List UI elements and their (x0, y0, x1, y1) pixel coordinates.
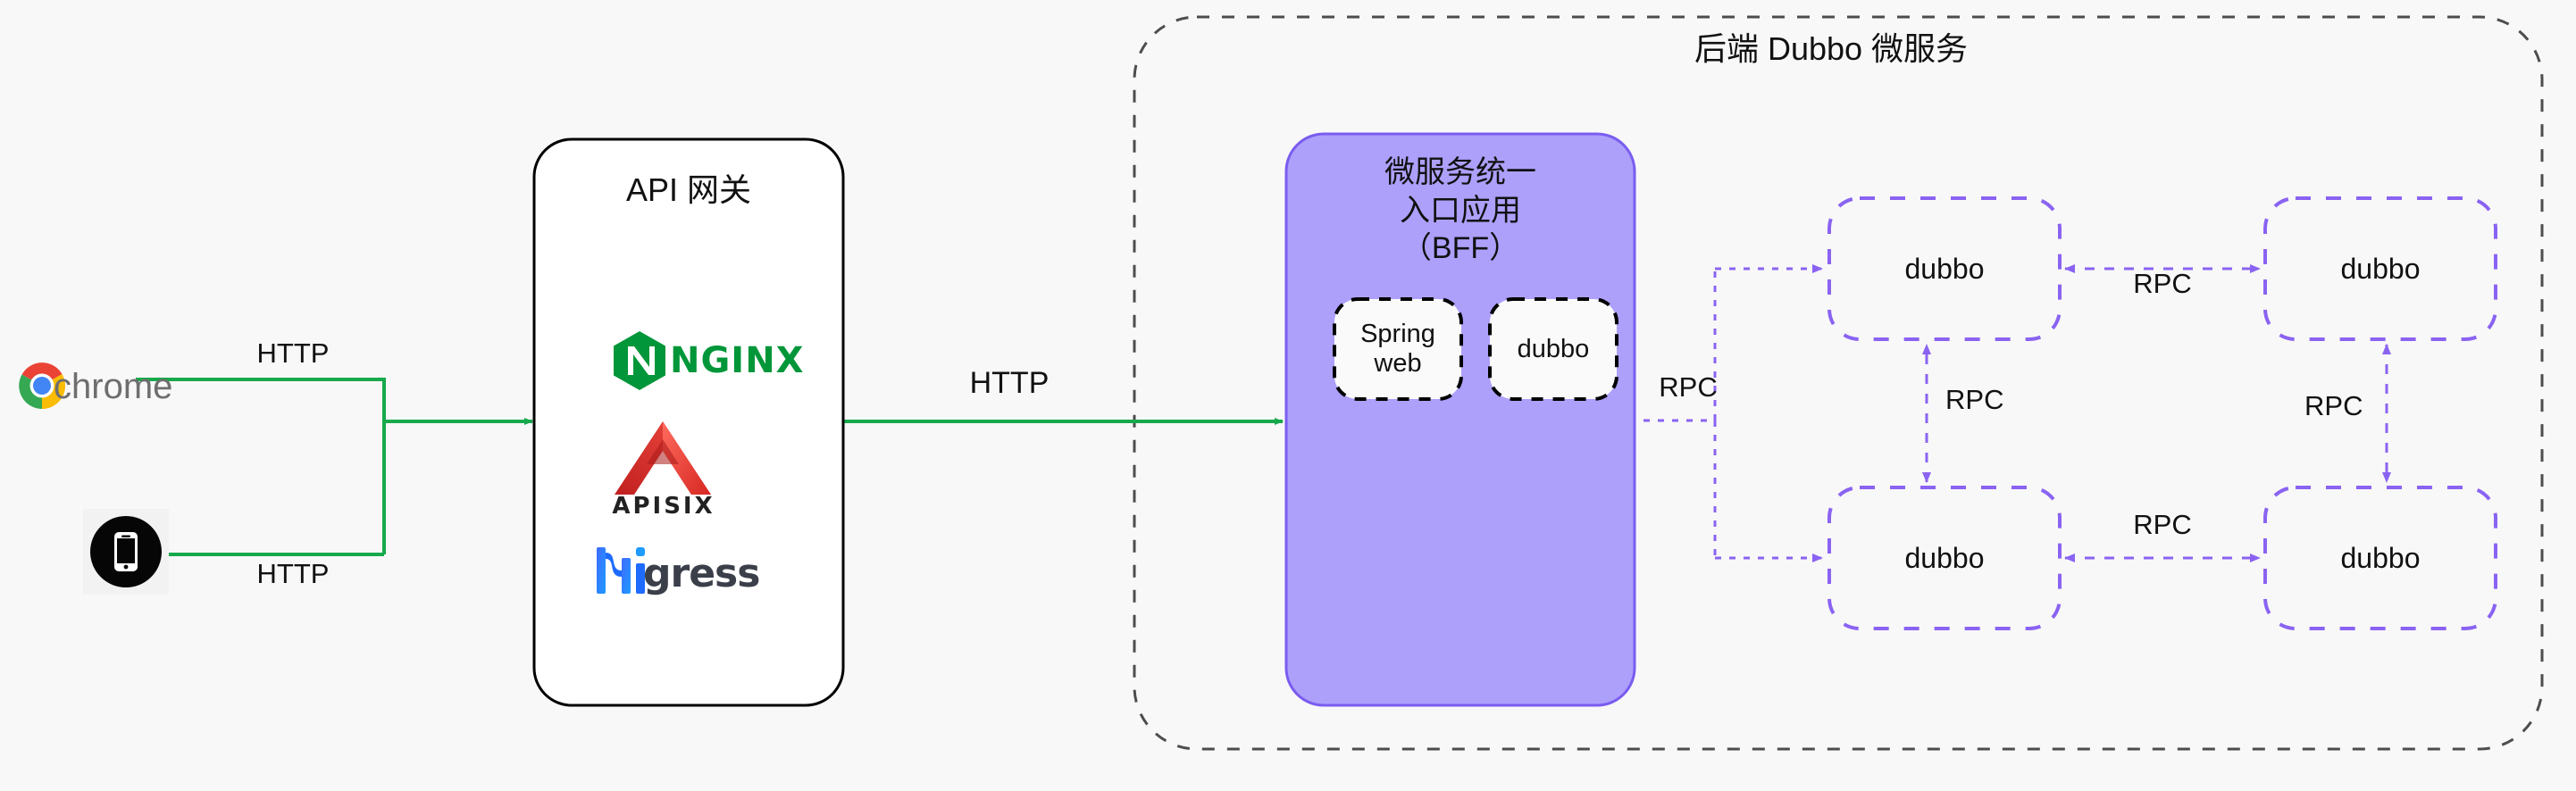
bff-component-box-dubbo-client[interactable] (1488, 297, 1618, 401)
edge-label-rpc-bottom-horizontal: RPC (2133, 509, 2192, 540)
edge-label-rpc-left-vertical: RPC (1945, 384, 2004, 415)
apisix-wordmark-text: APISIX (612, 493, 715, 520)
edge-label-chrome-http: HTTP (256, 337, 330, 369)
higress-wordmark: gress (643, 548, 840, 598)
api-gateway-box[interactable] (532, 137, 845, 707)
service-label-dubbo-bottom-left: dubbo (1904, 541, 1985, 574)
bff-box[interactable] (1284, 132, 1636, 707)
edge-label-gateway-to-bff: HTTP (969, 366, 1050, 400)
bff-component-label-dubbo-client: dubbo (1517, 334, 1590, 363)
apisix-logo-icon (615, 421, 711, 495)
bff-component-label-spring-web: Spring web (1360, 320, 1435, 378)
service-box-dubbo-bottom-left[interactable] (1827, 486, 2062, 630)
nginx-wordmark-text: NGINX (670, 340, 805, 381)
edge-label-bff-to-cluster: RPC (1659, 371, 1718, 403)
service-label-dubbo-bottom-right: dubbo (2340, 541, 2421, 574)
edge-label-mobile-http: HTTP (256, 558, 330, 589)
service-box-dubbo-top-right[interactable] (2263, 196, 2497, 341)
mobile-phone-icon (83, 509, 169, 595)
edge-label-rpc-top-horizontal: RPC (2133, 268, 2192, 299)
service-label-dubbo-top-left: dubbo (1904, 252, 1985, 285)
apisix-wordmark: APISIX (606, 490, 722, 522)
edge-chrome-http (136, 378, 386, 554)
edge-label-rpc-right-vertical: RPC (2304, 390, 2363, 421)
higress-wordmark-text: gress (643, 550, 760, 596)
backend-container-outline (1133, 15, 2544, 751)
chrome-logo-icon (19, 362, 66, 410)
higress-logo-icon (597, 547, 645, 594)
service-box-dubbo-top-left[interactable] (1827, 196, 2062, 341)
bff-component-box-spring-web[interactable] (1333, 297, 1463, 401)
chrome-client-label: chrome (54, 367, 173, 406)
nginx-wordmark: NGINX (670, 335, 813, 387)
service-box-dubbo-bottom-right[interactable] (2263, 486, 2497, 630)
nginx-logo-icon (614, 331, 665, 390)
service-label-dubbo-top-right: dubbo (2340, 252, 2421, 285)
